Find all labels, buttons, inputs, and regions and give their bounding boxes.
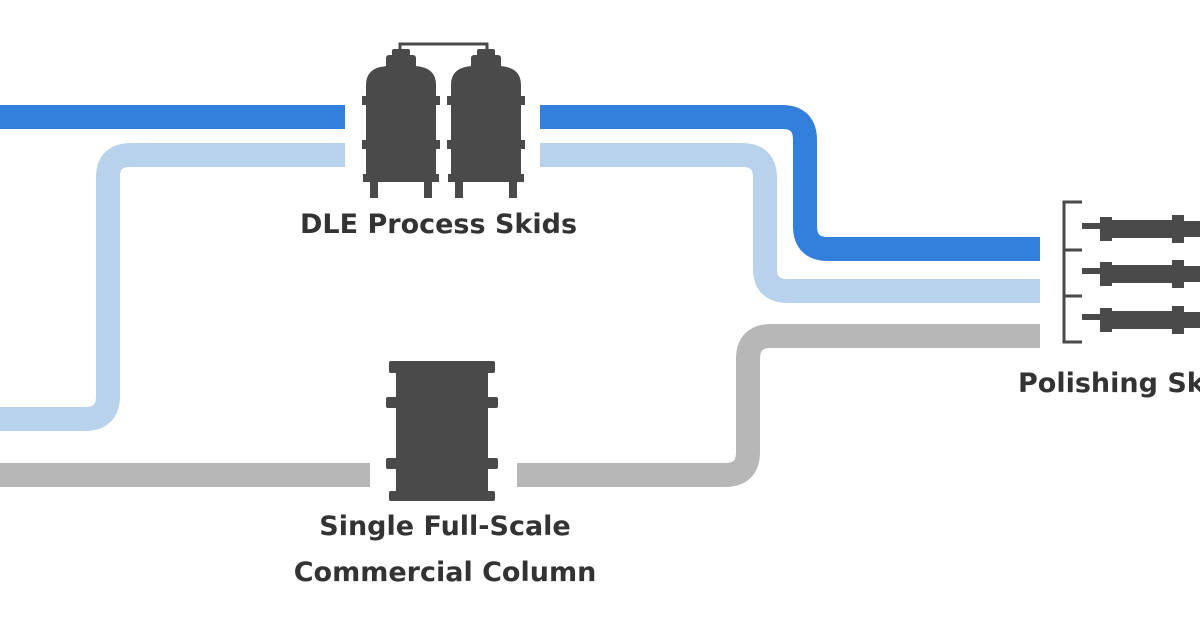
commercial-column-label: Single Full-Scale Commercial Column [260,504,630,596]
filter-tube-1 [1082,215,1200,243]
commercial-column-label-line2: Commercial Column [293,557,597,588]
commercial-column-label-line1: Single Full-Scale [319,511,571,542]
tube-filter-rack-icon [1062,200,1200,344]
pressure-vessel-right [447,49,525,198]
pressure-vessel-left [362,49,440,198]
flow-lines [0,105,1040,487]
light-blue-flow-line-left [0,143,345,431]
light-blue-flow-line-right [540,143,1040,303]
filter-tube-3 [1082,306,1200,334]
dle-process-skids-label: DLE Process Skids [300,209,578,240]
dark-blue-flow-line-right [540,105,1040,261]
filter-tube-2 [1082,260,1200,288]
gray-flow-line-right [517,324,1040,487]
polishing-skids-label: Polishing Sk [1018,368,1200,399]
rack-manifold-line [1062,200,1082,344]
barrel-column-icon [386,361,498,501]
twin-pressure-vessels-icon [362,42,525,198]
